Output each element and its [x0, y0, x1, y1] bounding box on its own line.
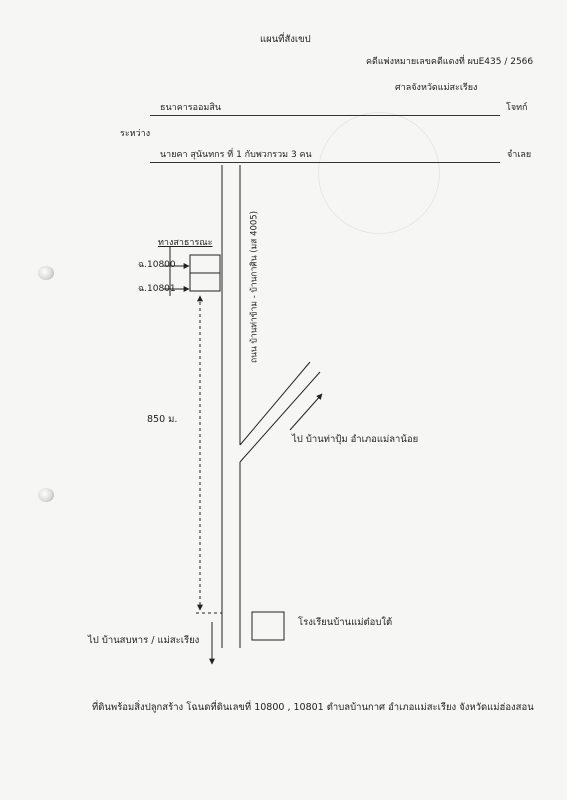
court-name: ศาลจังหวัดแม่สะเรียง: [395, 83, 478, 93]
branch-direction-label: ไป บ้านท่าปุ้ม อำเภอแม่ลาน้อย: [292, 434, 419, 445]
punch-hole-bottom: [38, 488, 54, 502]
case-number: คดีแพ่งหมายเลขคดีแดงที่ ผบE435 / 2566: [366, 57, 534, 67]
faded-seal-watermark: [318, 112, 440, 234]
between-label: ระหว่าง: [120, 129, 151, 139]
parcel-10801: [189, 272, 221, 292]
defendant-role: จำเลย: [507, 150, 532, 160]
parcel-10801-label: ฉ.10801: [138, 284, 176, 294]
parcel-10800-label: ฉ.10800: [138, 260, 176, 270]
south-direction-label: ไป บ้านสบหาร / แม่สะเรียง: [88, 635, 200, 646]
document-title: แผนที่สังเขป: [260, 34, 311, 45]
school-label: โรงเรียนบ้านแม่ต๋อบใต้: [298, 617, 393, 628]
branch-direction-arrow: [289, 393, 323, 431]
school-building: [251, 611, 285, 641]
defendant-underline: [150, 162, 500, 163]
punch-hole-top: [38, 266, 54, 280]
branch-road-lower-edge: [239, 371, 321, 463]
main-road-label: ถนน บ้านท่าข้าม - บ้านกาศิน (มส 4005): [249, 210, 260, 364]
parcel-10800: [189, 254, 221, 274]
distance-label: 850 ม.: [147, 414, 178, 425]
public-way-label: ทางสาธารณะ: [158, 238, 213, 248]
defendant-name: นายคา สุนันทกร ที่ 1 กับพวกรวม 3 คน: [160, 150, 312, 160]
plaintiff-underline: [150, 115, 500, 116]
plaintiff-role: โจทก์: [506, 103, 528, 113]
land-description: ที่ดินพร้อมสิ่งปลูกสร้าง โฉนดที่ดินเลขที…: [92, 702, 534, 713]
plaintiff-name: ธนาคารออมสิน: [160, 103, 221, 113]
branch-road-upper-edge: [239, 361, 311, 446]
